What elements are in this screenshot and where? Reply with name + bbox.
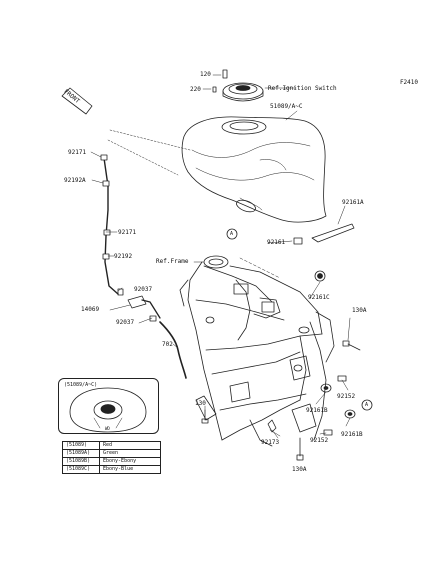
legend-row: (51089C) Ebony-Blue	[62, 465, 161, 474]
part-label-92192a[interactable]: 92192A	[64, 177, 86, 184]
part-label-92161b-bot[interactable]: 92161B	[341, 431, 363, 438]
circle-a-marker-1	[226, 228, 238, 240]
part-label-92152-bot[interactable]: 92152	[310, 437, 329, 444]
part-label-130a-top[interactable]: 130A	[352, 307, 367, 314]
breather-hose-icon	[100, 129, 191, 295]
part-label-92171-top[interactable]: 92171	[68, 149, 87, 156]
damper-92161b-bot-icon	[344, 409, 356, 419]
inset-title: (51089/A~C)	[64, 382, 98, 388]
part-label-14069[interactable]: 14069	[81, 306, 100, 313]
legend-row: (51089B) Ebony-Ebony	[62, 457, 161, 466]
part-label-92161b-top[interactable]: 92161B	[306, 407, 328, 414]
bolt-130a-top-icon	[342, 340, 361, 351]
color-legend-table: (51089) Red (51089A) Green (51089B) Ebon…	[62, 441, 161, 474]
fuel-tank-icon	[181, 110, 327, 223]
legend-code: (51089B)	[62, 457, 100, 466]
part-label-92152-top[interactable]: 92152	[337, 393, 356, 400]
bolt-130a-bot-icon	[296, 437, 304, 461]
part-label-130[interactable]: 130	[195, 400, 206, 407]
legend-row: (51089) Red	[62, 441, 161, 450]
rubber-pad-92161-icon	[293, 237, 303, 245]
part-label-702[interactable]: 702	[162, 341, 173, 348]
part-label-92161a[interactable]: 92161A	[342, 199, 364, 206]
inset-caption: WD	[105, 426, 110, 431]
circle-a-marker-2	[361, 399, 373, 411]
collar-92152-top-icon	[337, 375, 347, 382]
part-label-51089[interactable]: 51089/A~C	[270, 103, 303, 110]
part-label-92037-top[interactable]: 92037	[134, 286, 153, 293]
legend-color: Red	[99, 441, 161, 450]
fuel-cap-icon	[222, 82, 297, 102]
part-label-120[interactable]: 120	[200, 71, 211, 78]
part-label-92037-bot[interactable]: 92037	[116, 319, 135, 326]
part-label-92173[interactable]: 92173	[261, 439, 280, 446]
part-label-92161[interactable]: 92161	[267, 239, 286, 246]
bolt-120-icon	[212, 69, 228, 79]
valve-14069-icon	[117, 288, 161, 322]
part-label-92171-mid[interactable]: 92171	[118, 229, 137, 236]
legend-code: (51089C)	[62, 465, 100, 474]
bolt-130-icon	[201, 409, 209, 424]
legend-color: Ebony-Ebony	[99, 457, 161, 466]
inset-tank-topview-icon	[69, 387, 147, 433]
damper-92161b-top-icon	[320, 383, 332, 393]
collar-92152-bot-icon	[323, 429, 333, 436]
legend-code: (51089A)	[62, 449, 100, 458]
part-label-220[interactable]: 220	[190, 86, 201, 93]
leader-lines	[90, 151, 351, 461]
diagram-code: F2410	[399, 79, 418, 86]
legend-row: (51089A) Green	[62, 449, 161, 458]
circle-a-label-2: A	[365, 402, 369, 408]
tank-bracket-icon	[311, 205, 355, 243]
legend-code: (51089)	[62, 441, 100, 450]
ref-frame-label[interactable]: Ref.Frame	[156, 258, 189, 265]
front-arrow-icon	[61, 87, 93, 115]
frame-icon	[179, 255, 335, 447]
circle-a-label-1: A	[230, 231, 234, 237]
clip-92173-icon	[267, 419, 281, 437]
drain-hose-icon	[159, 321, 187, 379]
part-label-92192[interactable]: 92192	[114, 253, 133, 260]
inset-panel: (51089/A~C) WD	[58, 378, 159, 434]
bolt-220-icon	[202, 86, 217, 93]
legend-color: Green	[99, 449, 161, 458]
part-label-92161c[interactable]: 92161C	[308, 294, 330, 301]
part-label-130a-bot[interactable]: 130A	[292, 466, 307, 473]
legend-color: Ebony-Blue	[99, 465, 161, 474]
grommet-92161c-icon	[314, 270, 326, 282]
ref-ignition-switch-label[interactable]: Ref.Ignition Switch	[268, 85, 337, 92]
